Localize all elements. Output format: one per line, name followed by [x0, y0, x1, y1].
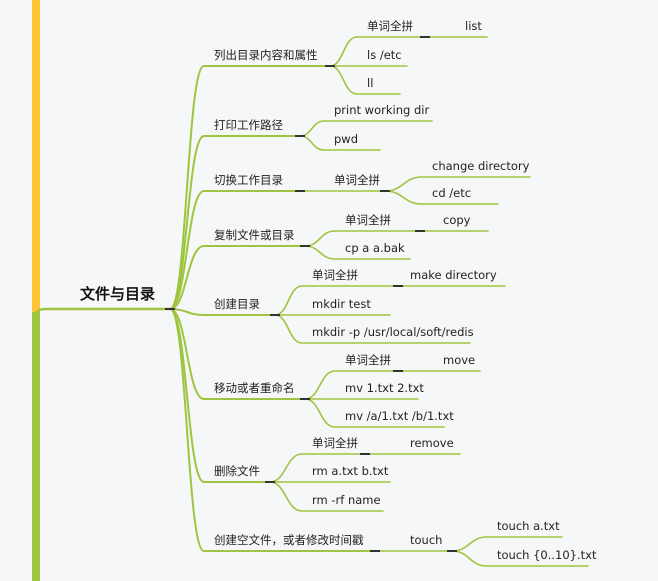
subtopic[interactable]: 单词全拼: [345, 353, 391, 367]
subtopic[interactable]: rm -rf name: [312, 493, 381, 507]
subtopic[interactable]: mkdir test: [312, 297, 371, 311]
branch-line: [384, 176, 531, 192]
branch-topic[interactable]: 移动或者重命名: [214, 381, 295, 395]
collapse-handle[interactable]: [370, 550, 380, 552]
branch-topic[interactable]: 复制文件或目录: [214, 228, 295, 242]
subtopic[interactable]: mv 1.txt 2.txt: [345, 381, 424, 395]
subtopic[interactable]: remove: [410, 436, 454, 450]
subtopic[interactable]: touch a.txt: [497, 519, 560, 533]
branch-line: [169, 308, 271, 483]
branch-line: [269, 481, 384, 512]
subtopic[interactable]: touch {0..10}.txt: [497, 548, 597, 562]
branch-line: [329, 36, 426, 67]
branch-line: [304, 370, 399, 400]
subtopic[interactable]: mkdir -p /usr/local/soft/redis: [312, 325, 474, 339]
branch-line: [169, 190, 301, 310]
branch-topic[interactable]: 创建目录: [214, 297, 260, 311]
collapse-handle[interactable]: [295, 135, 305, 137]
collapse-handle[interactable]: [270, 314, 280, 316]
subtopic[interactable]: change directory: [432, 159, 530, 173]
accent-bar-top: [32, 0, 40, 312]
branch-topic[interactable]: 删除文件: [214, 464, 260, 478]
branch-line: [169, 135, 301, 310]
collapse-handle[interactable]: [393, 370, 403, 372]
branch-line: [169, 308, 306, 400]
branch-line: [269, 453, 366, 483]
collapse-handle[interactable]: [360, 453, 370, 455]
subtopic[interactable]: 单词全拼: [312, 268, 358, 282]
branch-line: [329, 65, 401, 95]
collapse-handle[interactable]: [165, 308, 175, 310]
accent-bar-bottom: [32, 312, 40, 581]
subtopic[interactable]: ll: [367, 76, 373, 90]
collapse-handle[interactable]: [300, 245, 310, 247]
subtopic[interactable]: 单词全拼: [367, 19, 413, 33]
subtopic[interactable]: move: [443, 353, 475, 367]
branch-line: [34, 307, 172, 317]
collapse-handle[interactable]: [393, 285, 403, 287]
branch-line: [274, 285, 399, 316]
branch-topic[interactable]: 切换工作目录: [214, 173, 283, 187]
subtopic[interactable]: ls /etc: [367, 48, 402, 62]
branch-topic[interactable]: 列出目录内容和属性: [214, 48, 318, 62]
subtopic[interactable]: cp a a.bak: [345, 241, 405, 255]
collapse-handle[interactable]: [265, 481, 275, 483]
subtopic[interactable]: list: [465, 19, 482, 33]
collapse-handle[interactable]: [420, 36, 430, 38]
subtopic[interactable]: make directory: [410, 268, 497, 282]
branch-line: [274, 314, 471, 344]
collapse-handle[interactable]: [300, 398, 310, 400]
collapse-handle[interactable]: [325, 65, 335, 67]
branch-line: [299, 120, 433, 137]
subtopic[interactable]: 单词全拼: [345, 213, 391, 227]
subtopic[interactable]: touch: [410, 533, 442, 547]
subtopic[interactable]: pwd: [334, 132, 358, 146]
branch-line: [169, 245, 306, 310]
branch-topic[interactable]: 打印工作路径: [214, 118, 283, 132]
subtopic[interactable]: cd /etc: [432, 186, 471, 200]
subtopic[interactable]: 单词全拼: [334, 173, 380, 187]
subtopic[interactable]: print working dir: [334, 103, 429, 117]
root-topic[interactable]: 文件与目录: [80, 285, 155, 303]
branch-line: [304, 398, 445, 428]
subtopic[interactable]: rm a.txt b.txt: [312, 464, 389, 478]
branch-line: [169, 308, 376, 552]
subtopic[interactable]: 单词全拼: [312, 436, 358, 450]
collapse-handle[interactable]: [415, 230, 425, 232]
subtopic[interactable]: copy: [443, 213, 471, 227]
branch-topic[interactable]: 创建空文件，或者修改时间戳: [214, 533, 364, 547]
subtopic[interactable]: mv /a/1.txt /b/1.txt: [345, 409, 454, 423]
branch-line: [384, 190, 499, 205]
branch-line: [169, 65, 331, 310]
collapse-handle[interactable]: [380, 190, 390, 192]
collapse-handle[interactable]: [447, 550, 457, 552]
collapse-handle[interactable]: [295, 190, 305, 192]
